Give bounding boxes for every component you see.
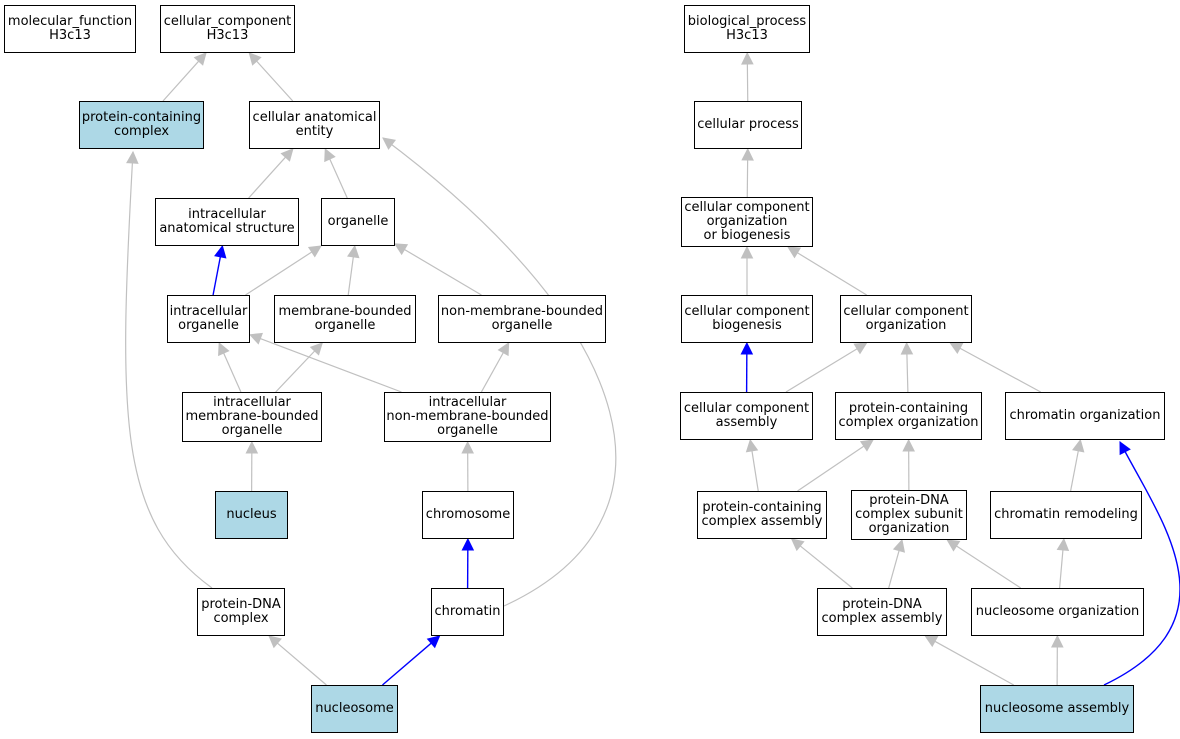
- edge-intracellular_non_membrane_bounded_organelle-to-non_membrane_bounded_organelle: [480, 352, 504, 393]
- arrowhead-pcc_assembly-to-pcc_organization: [859, 439, 874, 452]
- edge-cc_organization-to-cc_org_or_biogenesis: [797, 252, 867, 296]
- node-cellular-component-biogenesis[interactable]: cellular component biogenesis: [681, 295, 813, 343]
- edge-nucleosome_assembly-to-pdna_complex_assembly: [934, 640, 1014, 686]
- edge-membrane_bounded_organelle-to-organelle: [347, 256, 354, 296]
- edge-intracellular_organelle-to-organelle: [245, 251, 313, 296]
- arrowhead-cellular_anatomical_entity-to-cellular_component: [248, 52, 262, 66]
- edge-intracellular_membrane_bounded_organelle-to-membrane_bounded_organelle: [275, 350, 316, 393]
- edge-pdna_complex_assembly-to-pdna_subunit_org: [888, 550, 900, 589]
- arrowhead-intracellular_organelle-to-intracellular_anatomical_structure: [214, 244, 227, 259]
- edge-cellular_anatomical_entity-to-cellular_component: [256, 60, 294, 102]
- arrowhead-intracellular_membrane_bounded_organelle-to-intracellular_organelle: [218, 341, 230, 357]
- edge-chromatin-to-cellular_anatomical_entity: [382, 137, 617, 607]
- node-intracellular-anatomical-structure[interactable]: intracellular anatomical structure: [155, 198, 299, 246]
- node-protein-dna-complex-assembly[interactable]: protein-DNA complex assembly: [817, 588, 947, 636]
- edge-nucleosome-to-protein_dna_complex: [277, 642, 327, 686]
- node-protein-containing-complex-assembly[interactable]: protein-containing complex assembly: [697, 491, 827, 539]
- arrowhead-chromatin_organization-to-cc_organization: [949, 342, 964, 355]
- arrowhead-pcc_organization-to-cc_organization: [900, 341, 914, 355]
- arrowhead-cc_org_or_biogenesis-to-cellular_process: [741, 147, 754, 161]
- arrowhead-chromosome-to-intracellular_non_membrane_bounded_organelle: [461, 440, 474, 454]
- node-nucleus[interactable]: nucleus: [215, 491, 288, 539]
- arrowhead-cellular_process-to-biological_process: [741, 51, 754, 65]
- arrowhead-pdna_complex_assembly-to-pdna_subunit_org: [892, 538, 906, 553]
- node-protein-containing-complex-organization[interactable]: protein-containing complex organization: [835, 392, 982, 440]
- arrowhead-nucleosome_organization-to-chromatin_remodeling: [1056, 537, 1070, 552]
- node-intracellular-organelle[interactable]: intracellular organelle: [167, 295, 250, 343]
- node-protein-dna-complex-subunit-organization[interactable]: protein-DNA complex subunit organization: [851, 490, 967, 540]
- arrowhead-protein_containing_complex-to-cellular_component: [193, 52, 207, 66]
- edge-intracellular_organelle-to-intracellular_anatomical_structure: [212, 256, 222, 296]
- arrowhead-protein_dna_complex-to-protein_containing_complex: [126, 150, 139, 164]
- node-cellular-component-assembly[interactable]: cellular component assembly: [680, 392, 813, 440]
- edge-protein_containing_complex-to-cellular_component: [162, 60, 200, 102]
- node-intracellular-membrane-bounded-organelle[interactable]: intracellular membrane-bounded organelle: [182, 392, 322, 442]
- node-intracellular-non-membrane-bounded-organelle[interactable]: intracellular non-membrane-bounded organ…: [384, 392, 551, 442]
- edge-protein_dna_complex-to-protein_containing_complex: [125, 151, 213, 589]
- node-chromosome[interactable]: chromosome: [422, 491, 514, 539]
- edge-intracellular_membrane_bounded_organelle-to-intracellular_organelle: [223, 352, 242, 393]
- edge-non_membrane_bounded_organelle-to-organelle: [404, 248, 482, 296]
- arrowhead-organelle-to-cellular_anatomical_entity: [324, 147, 336, 163]
- edge-pcc_organization-to-cc_organization: [906, 353, 909, 393]
- arrowhead-intracellular_membrane_bounded_organelle-to-membrane_bounded_organelle: [309, 342, 323, 356]
- arrowhead-pdna_complex_assembly-to-pcc_assembly: [790, 538, 805, 552]
- node-chromatin-remodeling[interactable]: chromatin remodeling: [990, 491, 1142, 539]
- arrowhead-chromatin-to-chromosome: [461, 537, 475, 551]
- edge-cc_assembly-to-cc_organization: [785, 348, 858, 393]
- arrowhead-membrane_bounded_organelle-to-organelle: [347, 244, 360, 259]
- arrowhead-nucleosome-to-protein_dna_complex: [268, 635, 282, 649]
- arrowhead-nucleus-to-intracellular_membrane_bounded_organelle: [245, 440, 259, 454]
- edge-nucleosome_organization-to-chromatin_remodeling: [1059, 549, 1064, 589]
- edge-pcc_assembly-to-pcc_organization: [797, 445, 865, 492]
- edge-nucleosome_organization-to-pdna_subunit_org: [956, 545, 1022, 589]
- arrowhead-cc_assembly-to-cc_biogenesis: [740, 341, 754, 355]
- node-nucleosome-assembly[interactable]: nucleosome assembly: [980, 685, 1134, 733]
- node-membrane-bounded-organelle[interactable]: membrane-bounded organelle: [274, 295, 416, 343]
- edge-chromatin_organization-to-cc_organization: [959, 347, 1041, 393]
- arrowhead-cc_assembly-to-cc_organization: [853, 342, 868, 355]
- arrowhead-nucleosome_assembly-to-pdna_complex_assembly: [924, 635, 939, 648]
- arrowhead-pcc_assembly-to-cc_assembly: [745, 438, 759, 453]
- node-molecular-function[interactable]: molecular_function H3c13: [4, 5, 136, 53]
- arrowhead-nucleosome_assembly-to-nucleosome_organization: [1051, 634, 1064, 648]
- node-cellular-component[interactable]: cellular_component H3c13: [160, 5, 295, 53]
- arrowhead-chromatin_remodeling-to-chromatin_organization: [1072, 438, 1085, 453]
- node-chromatin[interactable]: chromatin: [431, 588, 504, 636]
- node-chromatin-organization[interactable]: chromatin organization: [1005, 392, 1165, 440]
- node-cellular-component-organization[interactable]: cellular component organization: [840, 295, 972, 343]
- arrowhead-nucleosome_organization-to-pdna_subunit_org: [946, 539, 961, 552]
- node-cellular-anatomical-entity[interactable]: cellular anatomical entity: [249, 101, 380, 149]
- node-cellular-process[interactable]: cellular process: [694, 101, 802, 149]
- arrowhead-nucleosome-to-chromatin: [426, 635, 441, 649]
- edge-pdna_complex_assembly-to-pcc_assembly: [799, 545, 853, 589]
- edge-intracellular_non_membrane_bounded_organelle-to-intracellular_organelle: [260, 338, 402, 393]
- node-protein-containing-complex[interactable]: protein-containing complex: [79, 101, 204, 149]
- arrowhead-intracellular_organelle-to-organelle: [307, 245, 322, 258]
- node-nucleosome-organization[interactable]: nucleosome organization: [971, 588, 1144, 636]
- arrowhead-intracellular_anatomical_structure-to-cellular_anatomical_entity: [280, 148, 294, 162]
- edge-nucleosome-to-chromatin: [382, 642, 432, 686]
- edge-intracellular_anatomical_structure-to-cellular_anatomical_entity: [248, 156, 286, 199]
- edge-pcc_assembly-to-cc_assembly: [751, 450, 759, 492]
- node-cellular-component-organization-or-biogenesis[interactable]: cellular component organization or bioge…: [681, 197, 813, 247]
- arrowhead-non_membrane_bounded_organelle-to-organelle: [394, 243, 409, 256]
- edge-nucleosome_assembly-to-chromatin_organization: [1103, 441, 1180, 686]
- node-nucleosome[interactable]: nucleosome: [311, 685, 398, 733]
- node-biological-process[interactable]: biological_process H3c13: [684, 5, 810, 53]
- arrowhead-intracellular_non_membrane_bounded_organelle-to-non_membrane_bounded_organelle: [497, 342, 510, 357]
- edge-organelle-to-cellular_anatomical_entity: [329, 158, 348, 199]
- arrowhead-chromatin-to-cellular_anatomical_entity: [382, 137, 396, 150]
- arrowhead-pdna_subunit_org-to-pcc_organization: [902, 438, 915, 452]
- node-protein-dna-complex[interactable]: protein-DNA complex: [197, 588, 285, 636]
- arrowhead-cc_biogenesis-to-cc_org_or_biogenesis: [740, 245, 754, 259]
- arrowhead-intracellular_non_membrane_bounded_organelle-to-intracellular_organelle: [248, 332, 263, 345]
- arrowhead-nucleosome_assembly-to-chromatin_organization: [1119, 441, 1131, 456]
- edge-chromatin_remodeling-to-chromatin_organization: [1070, 450, 1079, 492]
- node-non-membrane-bounded-organelle[interactable]: non-membrane-bounded organelle: [438, 295, 606, 343]
- node-organelle[interactable]: organelle: [321, 198, 395, 246]
- arrowhead-cc_organization-to-cc_org_or_biogenesis: [787, 246, 802, 259]
